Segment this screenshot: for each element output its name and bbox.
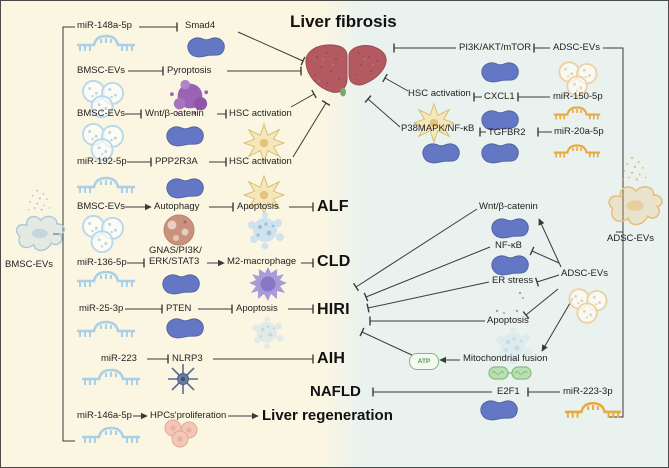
protein-blob-icon [163, 175, 207, 203]
protein-blob-icon [163, 123, 207, 151]
cluster-label-er-stress: ER stress [492, 275, 534, 286]
autophagy-icon [158, 212, 200, 248]
protein-blob-icon [478, 140, 522, 168]
atp-badge: ATP [409, 353, 439, 370]
ev-cluster-icon [77, 213, 129, 255]
mirna-icon [76, 175, 136, 195]
mirna-icon [553, 141, 601, 161]
outcome-label-regeneration: Liver regeneration [262, 407, 393, 424]
adsc-cell-icon [603, 153, 665, 233]
pathway-label: miR-223-3p [563, 386, 613, 397]
pathway-label: miR-223 [101, 353, 137, 364]
pathway-label: ERK/STAT3 [149, 256, 200, 267]
pathway-label: HSC activation [229, 108, 292, 119]
mirna-icon [553, 103, 601, 123]
pathway-label: Apoptosis [237, 201, 279, 212]
ev-cluster-icon [565, 283, 611, 329]
mirna-icon [81, 425, 141, 445]
er-stress-icon [492, 287, 526, 315]
disease-label-alf: ALF [317, 198, 349, 215]
pathway-label: miR-192-5p [77, 156, 127, 167]
pathway-label: HSC activation [229, 156, 292, 167]
pathway-label: Pyroptosis [167, 65, 212, 76]
liver-icon [305, 44, 387, 97]
pathway-label: PI3K/AKT/mTOR [459, 42, 532, 53]
nlrp3-inflammasome-icon [166, 362, 200, 396]
pathway-label: P38MAPK/NF-κB [401, 123, 475, 134]
pathway-label: BMSC-EVs [77, 108, 126, 119]
pathway-label: BMSC-EVs [77, 65, 126, 76]
protein-blob-icon [184, 34, 228, 62]
pathway-label: CXCL1 [484, 91, 515, 102]
pathway-label: HPCs'proliferation [150, 410, 227, 421]
pathway-label: Smad4 [185, 20, 216, 31]
mirna-icon [76, 33, 136, 53]
pathway-label: Apoptosis [236, 303, 278, 314]
mirna-icon [81, 367, 141, 387]
diagram-title: Liver fibrosis [290, 12, 397, 31]
mitochondria-icon [488, 363, 532, 383]
pathway-label: miR-150-5p [553, 91, 603, 102]
atp-label: ATP [417, 358, 431, 365]
pathway-label: miR-25-3p [79, 303, 124, 314]
cluster-label-mito-fusion: Mitochondrial fusion [463, 353, 548, 364]
mirna-icon [76, 269, 136, 289]
pathway-label: BMSC-EVs [77, 201, 126, 212]
mirna-icon [76, 319, 136, 339]
pathway-label: miR-146a-5p [77, 410, 132, 421]
pathway-label: PTEN [166, 303, 192, 314]
disease-label-cld: CLD [317, 253, 351, 270]
protein-blob-icon [163, 315, 207, 343]
bmsc-evs-source-label: BMSC-EVs [5, 259, 54, 270]
hpc-cells-icon [161, 418, 203, 448]
mirna-icon [564, 400, 622, 420]
pathway-label: miR-136-5p [77, 257, 127, 268]
pathway-label: M2-macrophage [227, 256, 297, 267]
pathway-label: Wnt/β-catenin [145, 108, 204, 119]
protein-blob-icon [478, 59, 522, 87]
adsc-evs-source-label: ADSC-EVs [607, 233, 654, 244]
pathway-label: NLRP3 [172, 353, 203, 364]
pathway-label: E2F1 [497, 386, 520, 397]
cluster-label-wnt: Wnt/β-catenin [479, 201, 538, 212]
disease-label-hiri: HIRI [317, 301, 350, 318]
protein-blob-icon [477, 397, 521, 425]
cluster-label-adsc-evs: ADSC-EVs [561, 268, 608, 279]
protein-blob-icon [419, 140, 463, 168]
pathway-label: HSC activation [408, 88, 471, 99]
pathway-label: GNAS/PI3K/ [149, 245, 202, 256]
pathway-label: PPP2R3A [155, 156, 198, 167]
protein-blob-icon [159, 271, 203, 299]
bmsc-cell-icon [11, 186, 67, 258]
cluster-label-apoptosis: Apoptosis [487, 315, 529, 326]
pathway-label: miR-148a-5p [77, 20, 132, 31]
apoptosis-icon [247, 315, 287, 351]
cluster-label-nfkb: NF-κB [495, 240, 522, 251]
apoptosis-icon [242, 211, 288, 251]
pathway-label: Autophagy [154, 201, 200, 212]
disease-label-aih: AIH [317, 350, 346, 367]
pathway-label: miR-20a-5p [554, 126, 604, 137]
m2-macrophage-icon [248, 266, 288, 302]
pathway-label: TGFBR2 [488, 127, 526, 138]
protein-blob-icon [488, 215, 532, 243]
pathway-label: ADSC-EVs [553, 42, 600, 53]
disease-label-nafld: NAFLD [310, 383, 361, 400]
